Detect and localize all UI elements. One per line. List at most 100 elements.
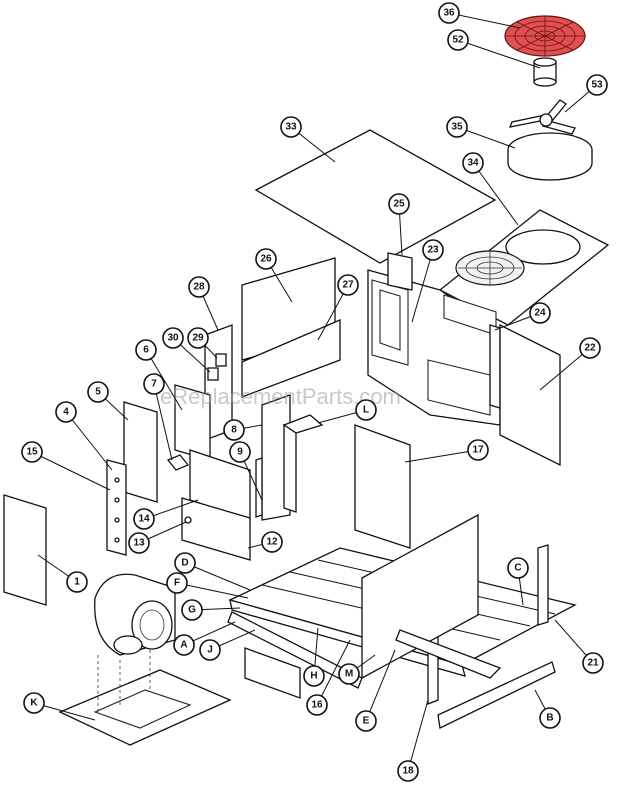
callout-circle	[438, 2, 460, 24]
fan-motor	[533, 57, 557, 87]
leader-line-16	[316, 639, 351, 706]
callout-14: 14	[133, 508, 155, 530]
callout-circle	[586, 74, 608, 96]
callout-label: 21	[587, 658, 599, 669]
callout-52: 52	[447, 29, 469, 51]
callout-circle	[199, 639, 221, 661]
callout-label: M	[345, 669, 353, 680]
leader-line-D	[184, 562, 251, 591]
callout-circle	[447, 29, 469, 51]
callout-label: 36	[443, 8, 455, 19]
callout-label: 18	[402, 766, 414, 777]
side-panel-right	[499, 323, 561, 467]
callout-circle	[579, 337, 601, 359]
callout-circle	[66, 571, 88, 593]
leader-line-E	[365, 649, 396, 722]
callout-15: 15	[21, 441, 43, 463]
blower-assembly	[94, 573, 176, 656]
callout-circle	[529, 302, 551, 324]
callout-label: 13	[133, 538, 145, 549]
callout-circle	[174, 552, 196, 574]
callout-circle	[23, 692, 45, 714]
callout-label: D	[181, 558, 188, 569]
callout-label: 52	[452, 35, 464, 46]
corner-plate	[387, 252, 413, 291]
callout-circle	[188, 276, 210, 298]
fan-guard	[504, 15, 586, 57]
callout-label: 23	[427, 245, 439, 256]
callout-label: C	[514, 563, 521, 574]
knockout-13	[184, 516, 192, 524]
callout-E: E	[355, 710, 377, 732]
orifice-ring	[507, 132, 593, 181]
callout-12: 12	[261, 531, 283, 553]
callout-label: E	[363, 716, 370, 727]
callout-label: 6	[143, 345, 149, 356]
callout-circle	[21, 441, 43, 463]
coil-side-panel	[367, 269, 501, 426]
callout-circle	[166, 572, 188, 594]
callout-9: 9	[229, 441, 251, 463]
callout-27: 27	[337, 274, 359, 296]
partition-panel	[354, 424, 411, 549]
callout-18: 18	[397, 760, 419, 782]
callout-25: 25	[388, 193, 410, 215]
side-rail	[489, 324, 501, 409]
callout-22: 22	[579, 337, 601, 359]
callout-7: 7	[143, 373, 165, 395]
leader-line-34	[472, 162, 519, 226]
callout-16: 16	[306, 694, 328, 716]
callout-label: 12	[266, 537, 278, 548]
callout-circle	[422, 239, 444, 261]
lower-front-panel	[241, 319, 341, 398]
leader-line-4	[65, 411, 113, 471]
callout-33: 33	[280, 116, 302, 138]
panel-12	[181, 497, 251, 561]
callout-circle	[87, 381, 109, 403]
callout-label: 7	[151, 379, 157, 390]
callout-K: K	[23, 692, 45, 714]
callout-17: 17	[467, 439, 489, 461]
callout-circle	[355, 399, 377, 421]
callout-J: J	[199, 639, 221, 661]
callout-circle	[133, 508, 155, 530]
callout-label: 8	[231, 425, 237, 436]
fan-blade	[508, 99, 576, 135]
callout-L: L	[355, 399, 377, 421]
callout-B: B	[539, 707, 561, 729]
callout-circle	[338, 663, 360, 685]
callout-label: 27	[342, 280, 354, 291]
callout-1: 1	[66, 571, 88, 593]
callout-label: 29	[192, 333, 204, 344]
lower-base	[244, 647, 301, 699]
callout-circle	[462, 152, 484, 174]
callout-label: F	[174, 578, 180, 589]
leader-line-15	[31, 451, 111, 491]
callout-label: L	[363, 405, 369, 416]
leader-line-F	[176, 582, 249, 599]
callout-label: J	[207, 645, 213, 656]
callout-label: 14	[138, 514, 150, 525]
callout-circle	[223, 419, 245, 441]
callout-label: 53	[591, 80, 603, 91]
control-component-29	[215, 353, 227, 367]
callout-label: K	[30, 698, 38, 709]
callout-G: G	[181, 599, 203, 621]
callout-D: D	[174, 552, 196, 574]
callout-26: 26	[255, 248, 277, 270]
post-l	[283, 423, 297, 513]
callout-label: H	[310, 671, 317, 682]
callout-circle	[128, 532, 150, 554]
callout-circle	[467, 439, 489, 461]
callout-F: F	[166, 572, 188, 594]
callout-circle	[229, 441, 251, 463]
top-panel	[254, 129, 497, 264]
callout-28: 28	[188, 276, 210, 298]
divider-panel	[361, 513, 479, 680]
projection-lines	[97, 650, 151, 712]
callout-53: 53	[586, 74, 608, 96]
callout-M: M	[338, 663, 360, 685]
control-component-30	[207, 367, 219, 381]
callout-circle	[55, 401, 77, 423]
callout-H: H	[303, 665, 325, 687]
